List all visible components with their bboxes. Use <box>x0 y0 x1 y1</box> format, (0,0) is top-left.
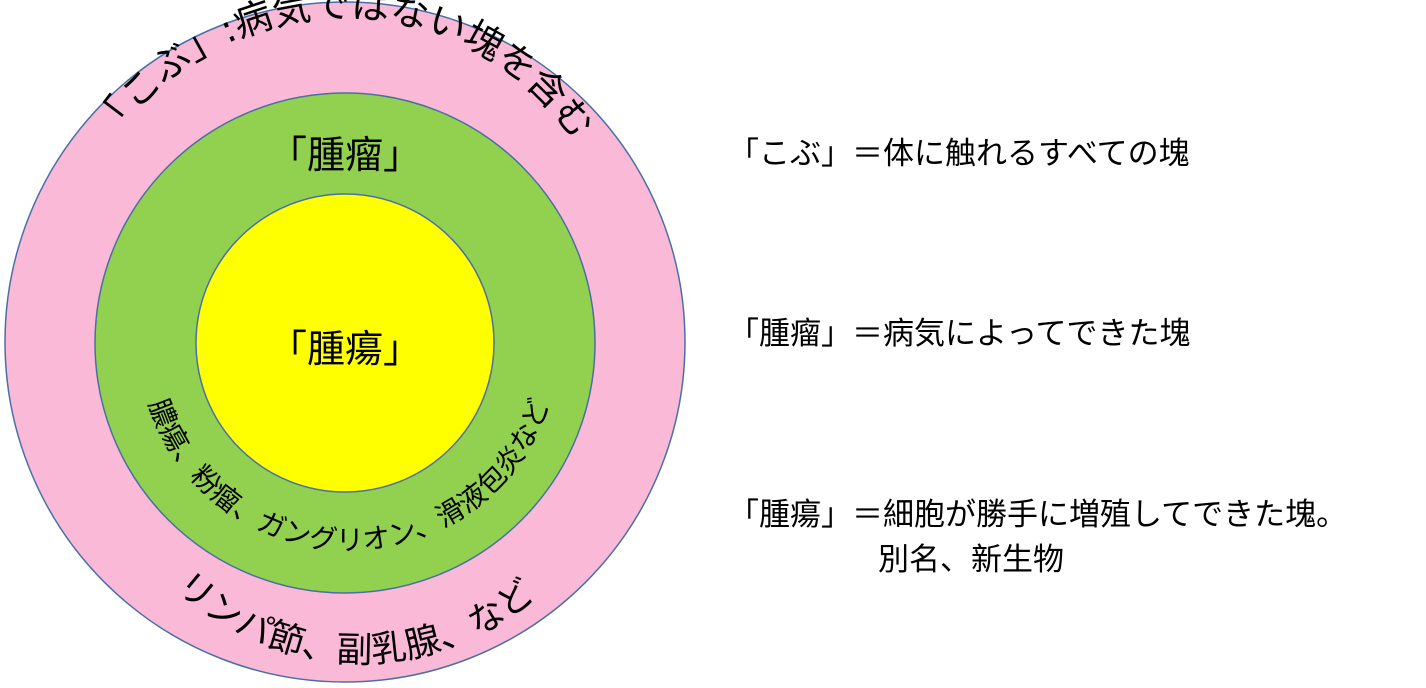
middle-title: 「腫瘤」 <box>269 133 421 177</box>
definition-shuyo: 「腫瘍」＝細胞が勝手に増殖してできた塊。 <box>728 497 1348 533</box>
inner-circle-shuyo <box>195 193 495 493</box>
definition-kobu: 「こぶ」＝体に触れるすべての塊 <box>728 136 1190 172</box>
definition-shuryu: 「腫瘤」＝病気によってできた塊 <box>728 316 1191 352</box>
nested-circles-diagram: 「こぶ」:病気ではない塊を含む リンパ節、副乳腺、など 「腫瘤」 膿瘍、粉瘤、ガ… <box>4 0 686 683</box>
inner-title: 「腫瘍」 <box>269 327 421 371</box>
definition-shuyo-alias: 別名、新生物 <box>878 542 1064 578</box>
